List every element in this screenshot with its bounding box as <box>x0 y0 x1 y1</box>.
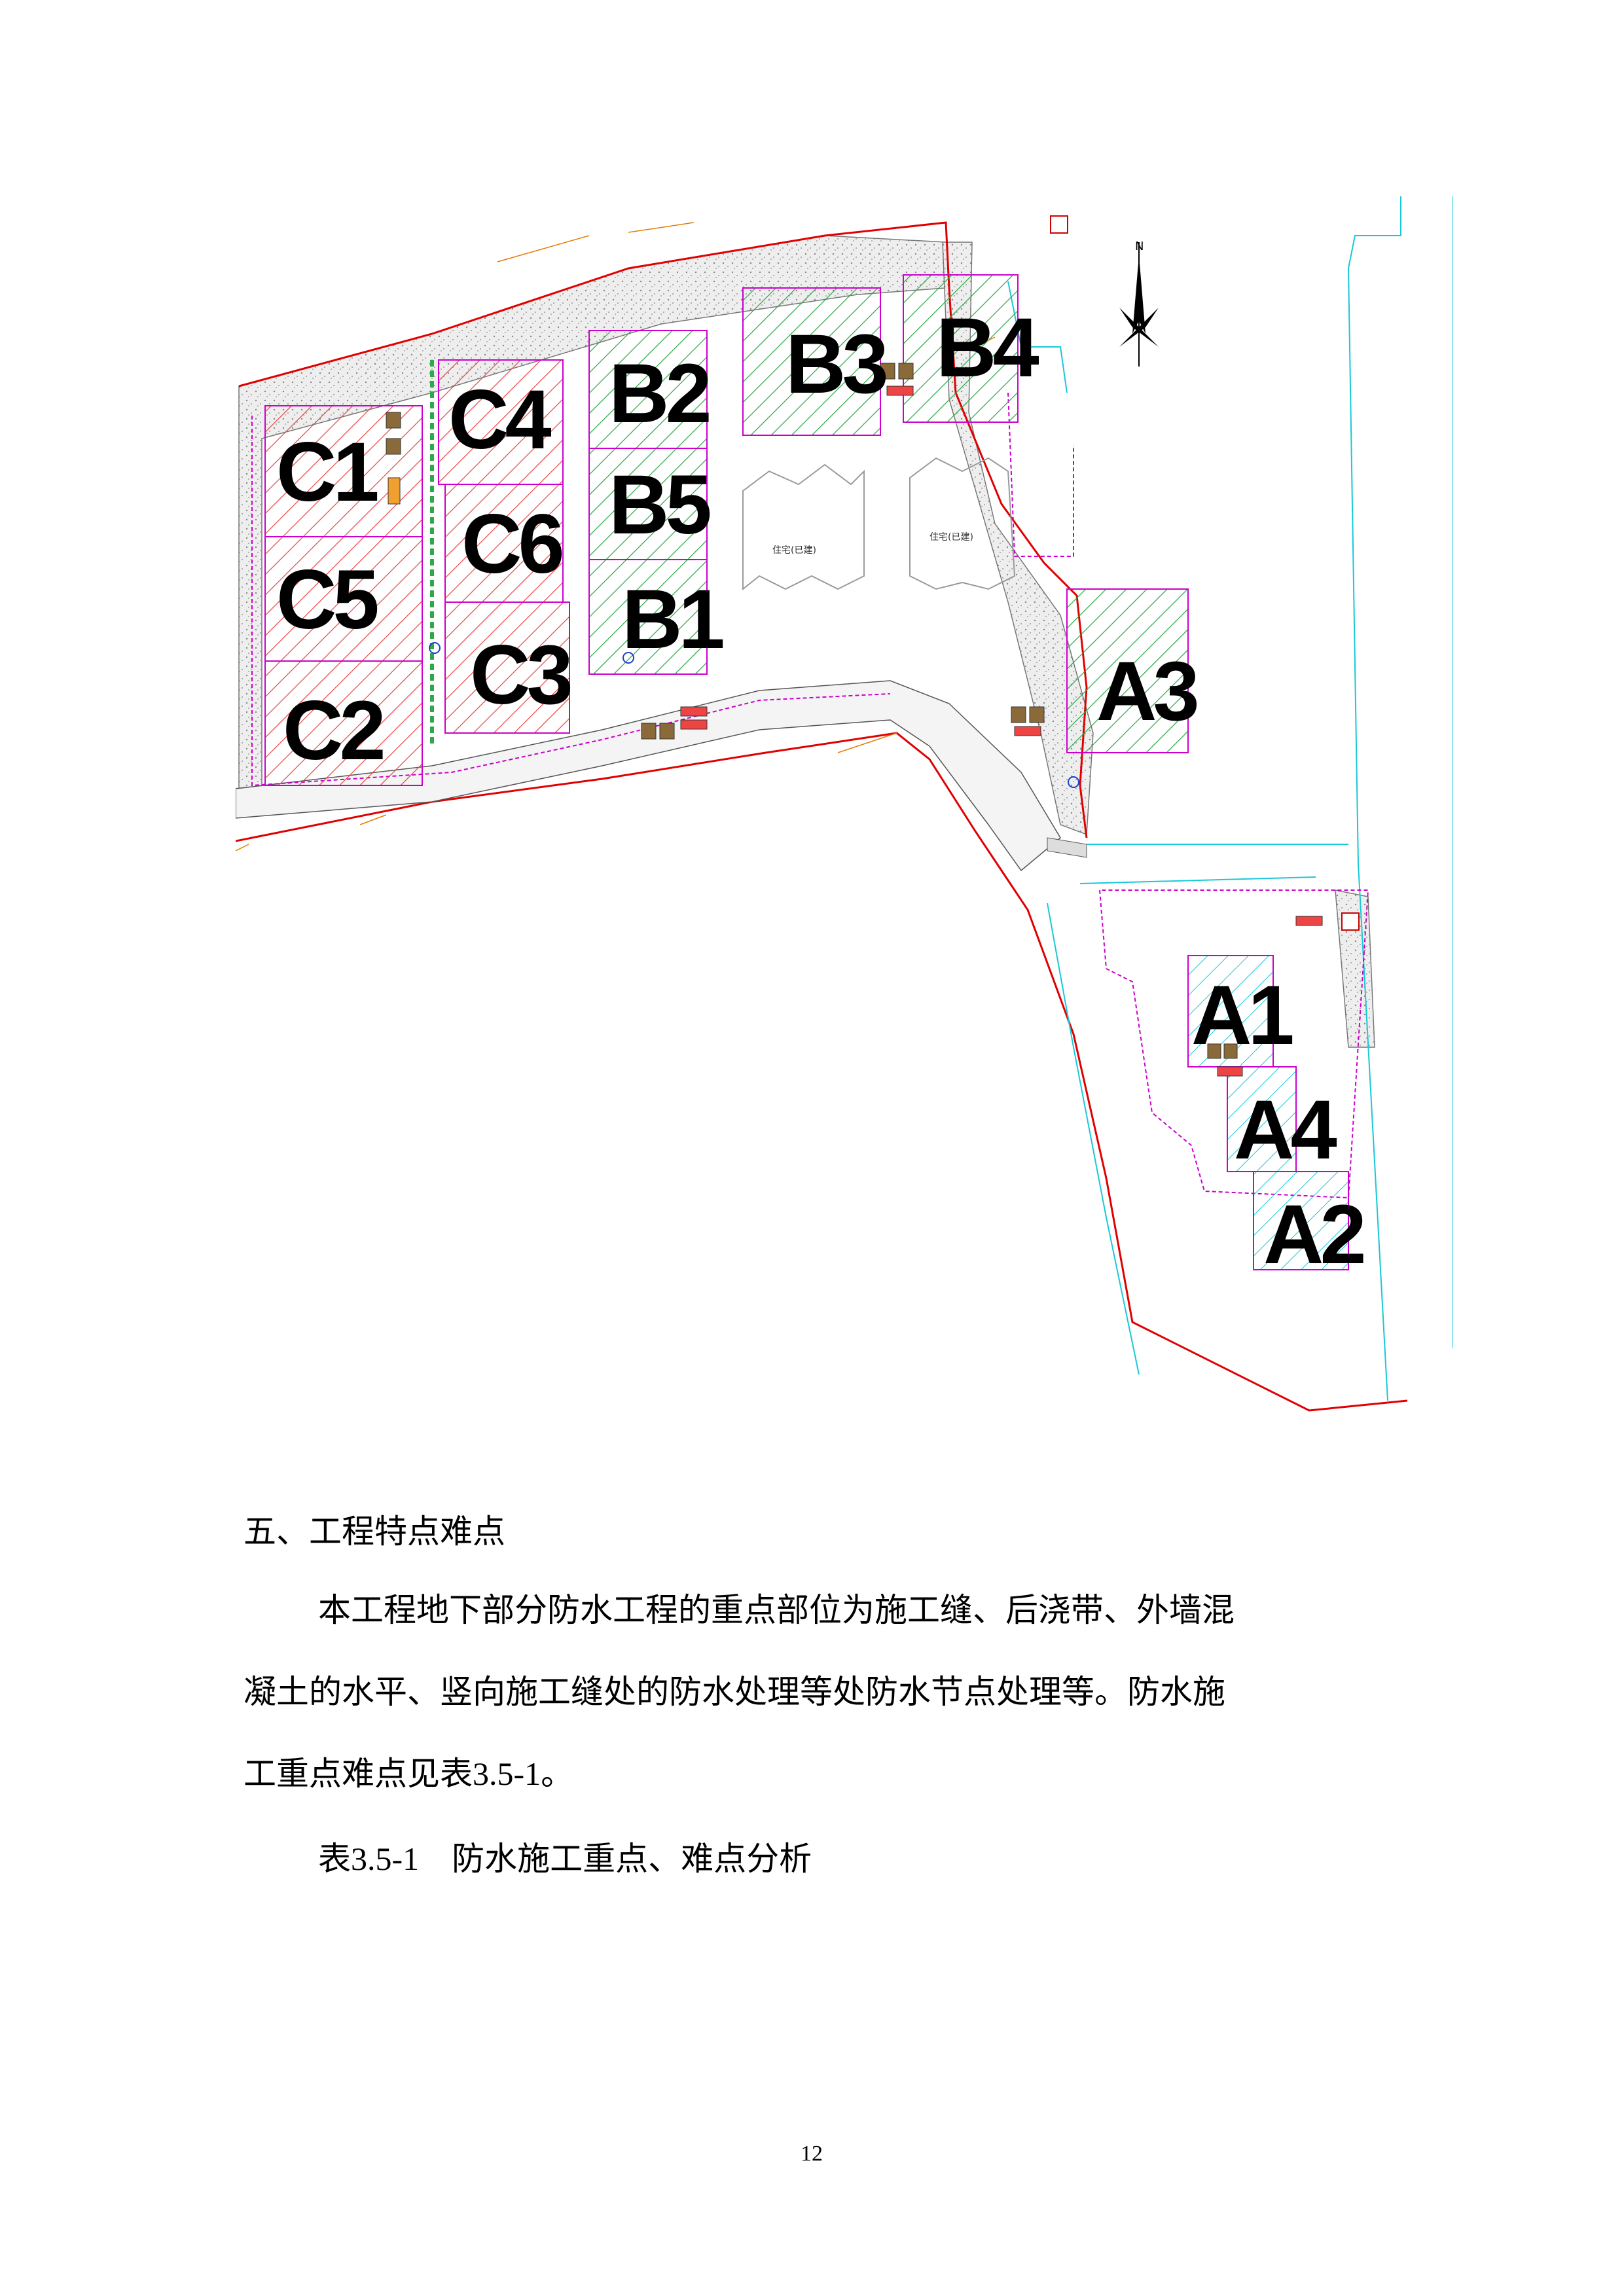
paragraph-line-2: 凝土的水平、竖向施工缝处的防水处理等处防水节点处理等。防水施 <box>244 1674 1225 1710</box>
site-facilities <box>386 215 1360 1077</box>
fence-lines <box>251 392 1369 1199</box>
building-label-b1: B1 <box>622 573 723 666</box>
page-number: 12 <box>801 2142 823 2166</box>
site-plan-drawing: 住宅(已建) 住宅(已建) <box>236 196 1453 1412</box>
building-label-c6: C6 <box>461 497 562 591</box>
zone-c <box>264 359 570 786</box>
north-arrow-icon: N <box>1119 240 1159 367</box>
building-label-a1: A1 <box>1191 969 1292 1062</box>
building-label-a3: A3 <box>1096 645 1197 738</box>
section-heading: 五、工程特点难点 <box>244 1513 505 1550</box>
building-label-b3: B3 <box>785 317 886 411</box>
building-label-b5: B5 <box>609 458 710 552</box>
zone-b <box>588 274 1019 675</box>
building-label-c1: C1 <box>276 425 377 519</box>
building-label-c3: C3 <box>470 628 570 722</box>
building-label-b2: B2 <box>609 347 709 440</box>
building-label-c5: C5 <box>276 553 377 647</box>
paragraph-line-1: 本工程地下部分防水工程的重点部位为施工缝、后浇带、外墙混 <box>318 1592 1235 1628</box>
building-label-a4: A4 <box>1234 1083 1337 1177</box>
building-label-c2: C2 <box>283 684 383 778</box>
building-label-a2: A2 <box>1263 1188 1363 1282</box>
existing-building-label: 住宅(已建) <box>772 545 816 556</box>
table-caption: 表3.5-1 防水施工重点、难点分析 <box>318 1840 812 1877</box>
building-label-b4: B4 <box>936 301 1039 395</box>
paragraph-line-3: 工重点难点见表3.5-1。 <box>244 1755 574 1792</box>
building-label-c4: C4 <box>448 373 551 467</box>
existing-buildings <box>742 457 1016 591</box>
existing-building-label: 住宅(已建) <box>929 532 973 543</box>
site-boundary-south <box>236 732 1408 1412</box>
north-label: N <box>1135 240 1144 253</box>
zone-a <box>1066 588 1349 1270</box>
